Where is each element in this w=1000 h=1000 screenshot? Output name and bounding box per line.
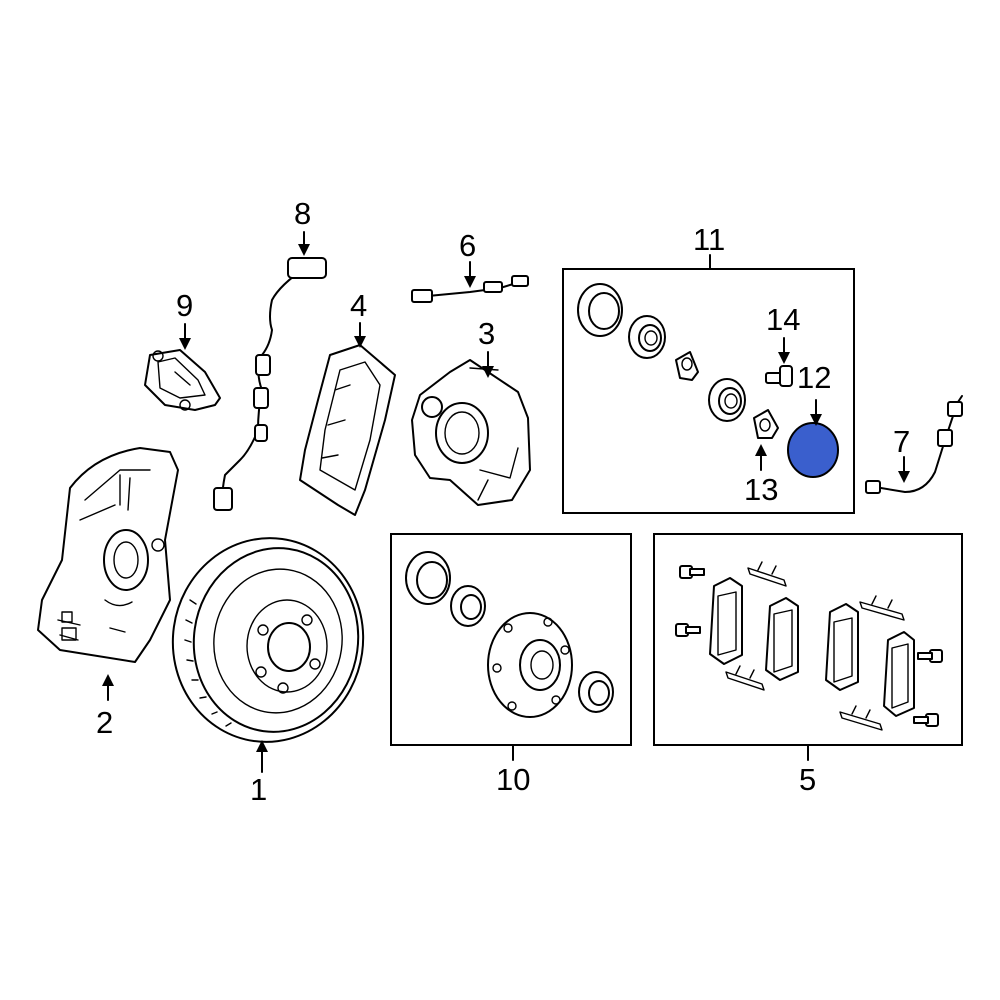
callout-2: 2 [96,674,114,740]
anti-rattle-clip-4[interactable] [839,705,883,731]
brake-pad-1[interactable] [709,577,743,665]
callout-12: 12 [797,360,831,426]
hub-bearing-outer[interactable] [450,585,486,627]
kit-box-11: 11 [562,222,855,514]
dust-cap-highlighted[interactable] [787,422,839,478]
callout-9: 9 [176,288,193,350]
callout-10-label: 10 [496,762,530,797]
brake-caliper[interactable] [411,359,531,506]
pad-bolt-4[interactable] [913,713,939,727]
hub-seal[interactable] [405,551,451,605]
brake-pad-3[interactable] [825,603,859,691]
seal-ring[interactable] [577,283,623,337]
callout-5-label: 5 [799,762,816,797]
callout-1-label: 1 [250,772,267,807]
callout-13: 13 [744,444,778,507]
pad-bolt-2[interactable] [675,623,701,637]
callout-6: 6 [459,228,476,288]
callout-1: 1 [250,740,268,807]
pad-box-5: 5 [653,533,963,797]
callout-14: 14 [766,302,800,364]
bearing-inner[interactable] [708,378,746,422]
caliper-bracket-small[interactable] [144,349,221,411]
callout-6-label: 6 [459,228,476,263]
callout-7: 7 [893,424,910,483]
callout-9-label: 9 [176,288,193,323]
caliper-support[interactable] [299,344,396,516]
wheel-hub[interactable] [487,612,573,718]
anti-rattle-clip-3[interactable] [859,595,905,621]
callout-11-label: 11 [693,222,725,257]
callout-4-label: 4 [350,288,367,323]
callout-8-label: 8 [294,196,311,231]
callout-7-label: 7 [893,424,910,459]
brake-pad-2[interactable] [765,597,799,681]
callout-13-label: 13 [744,472,778,507]
callout-3: 3 [478,316,495,378]
brake-rotor[interactable] [160,526,377,754]
brake-pad-4[interactable] [883,631,915,717]
anti-rattle-clip-2[interactable] [725,665,765,691]
anti-rattle-clip-1[interactable] [747,561,787,587]
pad-wear-sensor[interactable] [411,275,529,303]
pad-bolt-1[interactable] [679,565,705,579]
guide-pin-bolt[interactable] [765,365,793,387]
splash-shield[interactable] [37,447,179,663]
callout-8: 8 [294,196,311,256]
caliper-bushing[interactable] [675,351,699,381]
pad-bolt-3[interactable] [917,649,943,663]
bearing-outer[interactable] [628,315,666,359]
brake-hose[interactable] [865,395,963,494]
callout-4: 4 [350,288,367,348]
callout-14-label: 14 [766,302,800,337]
callout-2-label: 2 [96,705,113,740]
pin-boot[interactable] [753,409,779,439]
hub-bearing-inner[interactable] [578,671,614,713]
callout-12-label: 12 [797,360,831,395]
hub-box-10: 10 [390,533,632,797]
callout-3-label: 3 [478,316,495,351]
abs-sensor[interactable] [213,257,327,511]
